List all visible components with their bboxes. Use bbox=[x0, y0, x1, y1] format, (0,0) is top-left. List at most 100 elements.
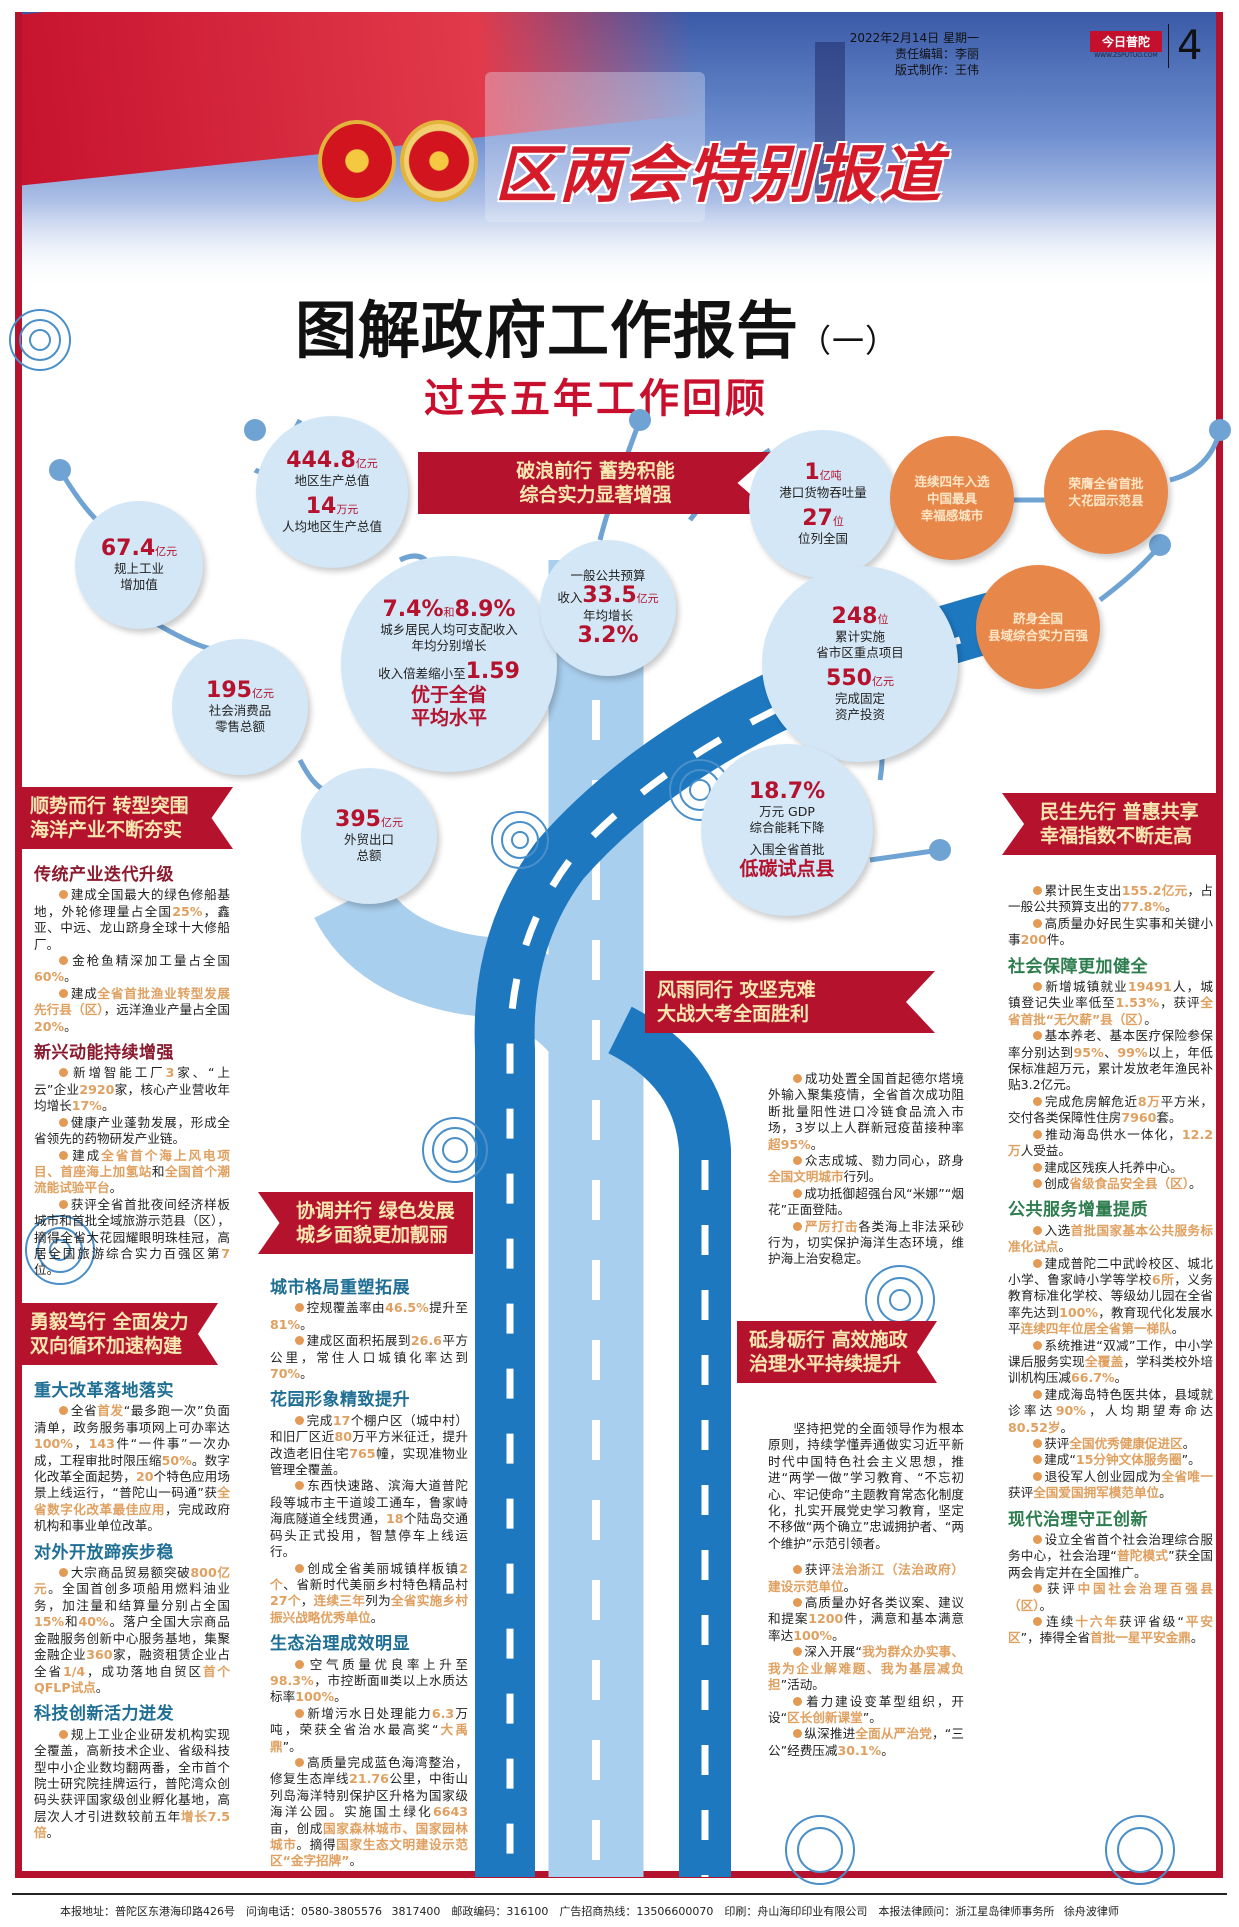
subsection-heading: 重大改革落地落实 bbox=[34, 1381, 174, 1401]
bullet-dot-icon bbox=[59, 890, 69, 900]
stat-export: 395亿元 外贸出口总额 bbox=[301, 768, 437, 904]
body-text: 获评 bbox=[1008, 1485, 1034, 1501]
body-text: 万吨，荣获全省治水最高奖“ bbox=[270, 1705, 469, 1738]
body-text: 连续 bbox=[1044, 1614, 1076, 1630]
highlight-text: 15分钟文体服务圈 bbox=[1075, 1452, 1182, 1468]
body-text: 家，融资租赁企业占全省 bbox=[34, 1647, 231, 1679]
page-number: 4 bbox=[1168, 24, 1202, 68]
body-text: 件。 bbox=[1046, 932, 1073, 948]
body-text: 件“一件事”一次办成，工程审批时限压缩 bbox=[34, 1436, 230, 1468]
bullet-item: 建成“15分钟文体服务圈”。 bbox=[1008, 1452, 1213, 1468]
editor: 责任编辑：李丽 bbox=[894, 47, 979, 61]
bullet-dot-icon bbox=[295, 1757, 305, 1767]
bullet-item: 纵深推进全面从严治党，“三公”经费压减30.1%。 bbox=[768, 1726, 964, 1759]
body-text: 。数字化改革全面起势， bbox=[34, 1452, 231, 1485]
bullet-item: 成功处置全国首起德尔塔境外输入聚集疫情，全省首次成功阻断批量阳性进口冷链食品流入… bbox=[768, 1071, 964, 1153]
highlight-text: 100% bbox=[793, 1627, 833, 1643]
body-text: 套。 bbox=[1156, 1110, 1182, 1126]
bullet-item: 大宗商品贸易额突破800亿元。全国首创多项船用燃料油业务，加注量和结算量分别占全… bbox=[34, 1565, 230, 1696]
body-text: 推动海岛供水一体化， bbox=[1044, 1126, 1182, 1142]
highlight-text: 严厉打击 bbox=[804, 1218, 859, 1234]
body-text: 高质量办好民生实事和关键小事 bbox=[1008, 915, 1213, 948]
highlight-text: 法治浙江（法治政府）建设示范单位 bbox=[768, 1562, 965, 1594]
body-text: 。 bbox=[109, 1180, 123, 1196]
bullet-dot-icon bbox=[295, 1659, 305, 1669]
tower-silhouette bbox=[815, 42, 845, 202]
honor-happiest-city: 连续四年入选中国最具幸福感城市 bbox=[890, 436, 1014, 560]
body-text: 设立全省首个社会治理综合服务中心，社会治理“ bbox=[1008, 1532, 1213, 1564]
bullet-dot-icon bbox=[1033, 886, 1043, 895]
body-text: 建成 bbox=[70, 985, 98, 1001]
bullet-dot-icon bbox=[295, 1481, 305, 1491]
body-text: ”。 bbox=[862, 1709, 882, 1725]
bullet-dot-icon bbox=[59, 1729, 69, 1739]
body-text: ，人均期望寿命达 bbox=[1085, 1403, 1214, 1419]
body-text: 。 bbox=[46, 1825, 60, 1841]
body-text: ”获全国两会肯定并在全国推广。 bbox=[1008, 1548, 1213, 1580]
section-banner-overall-strength: 破浪前行 蓄势积能综合实力显著增强 bbox=[418, 452, 773, 514]
highlight-text: 大禹鼎 bbox=[270, 1722, 469, 1754]
body-text: 万平方米征迁，提升改造老旧住宅 bbox=[270, 1429, 468, 1461]
stat-port-throughput: 1亿吨 港口货物吞吐量 27位 位列全国 bbox=[749, 430, 897, 578]
body-text: ，市控断面Ⅲ类以上水质达标率 bbox=[270, 1672, 468, 1705]
body-text: 规上工业企业研发机构实现全覆盖，高新技术企业、省级科技型中小企业数均翻两番，全市… bbox=[34, 1726, 230, 1824]
highlight-text: 首个QFLP试点 bbox=[34, 1663, 231, 1695]
highlight-text: 95% bbox=[1073, 1044, 1104, 1060]
body-text: 位。 bbox=[34, 1262, 60, 1278]
body-text: ，“三公”经费压减 bbox=[768, 1726, 965, 1758]
body-text: 。 bbox=[843, 1578, 857, 1594]
bullet-dot-icon bbox=[1033, 1389, 1043, 1399]
stat-gdp: 444.8亿元 地区生产总值 14万元 人均地区生产总值 bbox=[256, 416, 408, 568]
body-text: 。 bbox=[832, 1627, 845, 1643]
bullet-item: 建成区残疾人托养中心。 bbox=[1008, 1160, 1213, 1176]
body-text: ”，捧得全省 bbox=[1020, 1630, 1091, 1646]
highlight-text: 我为群众办实事、我为企业解难题、我为基层减负担 bbox=[768, 1644, 964, 1693]
body-text: 建成区面积拓展到 bbox=[306, 1333, 411, 1349]
stat-income-growth: 7.4%和8.9% 城乡居民人均可支配收入年均分别增长 收入倍差缩小至1.59 … bbox=[341, 556, 557, 772]
body-text: 件，满意和基本满意率达 bbox=[768, 1611, 965, 1643]
highlight-text: 60% bbox=[34, 969, 65, 985]
body-text: 建成“ bbox=[1044, 1452, 1076, 1468]
subsection-heading: 传统产业迭代升级 bbox=[34, 865, 174, 885]
highlight-text: 25% bbox=[172, 903, 203, 919]
highlight-text: 2920 bbox=[79, 1081, 115, 1097]
highlight-text: 98.3% bbox=[270, 1672, 314, 1688]
body-text: ，远洋渔业产量占全国 bbox=[103, 1002, 231, 1018]
body-text: 。 bbox=[1114, 1370, 1128, 1386]
highlight-text: 360 bbox=[86, 1647, 113, 1663]
body-text: 成功处置全国首起德尔塔境外输入聚集疫情，全省首次成功阻断批量阳性进口冷链食品流入… bbox=[768, 1071, 964, 1136]
body-text: 创成全省美丽城镇样板镇 bbox=[306, 1560, 460, 1576]
bullet-dot-icon bbox=[295, 1303, 305, 1313]
bullet-item: 严厉打击各类海上非法采砂行为，切实保护海洋生态环境，维护海上治安稳定。 bbox=[768, 1219, 964, 1268]
highlight-text: 17% bbox=[71, 1098, 102, 1114]
highlight-text: 普陀模式 bbox=[1116, 1548, 1169, 1564]
banner-line: 风雨同行 攻坚克难 bbox=[657, 979, 816, 1001]
body-text: 。全国首创多项船用燃料油业务，加注量和结算量分别占全国 bbox=[34, 1581, 231, 1613]
highlight-text: 7 bbox=[221, 1245, 230, 1261]
bullet-dot-icon bbox=[59, 1150, 69, 1160]
layout-designer: 版式制作：王伟 bbox=[894, 63, 979, 77]
bullet-dot-icon bbox=[1033, 1535, 1043, 1545]
highlight-text: 27个 bbox=[270, 1593, 301, 1609]
body-text: 大宗商品贸易额突破 bbox=[70, 1565, 191, 1581]
body-text: ，获评 bbox=[1159, 995, 1201, 1011]
highlight-text: 1/4 bbox=[62, 1663, 86, 1679]
body-text: 。 bbox=[810, 1136, 824, 1152]
bullet-item: 建成全省首个海上风电项目、首座海上加氢站和全国首个潮流能试验平台。 bbox=[34, 1148, 230, 1197]
highlight-text: 17 bbox=[332, 1412, 351, 1428]
bullet-item: 连续十六年获评省级“平安区”，捧得全省首批一星平安金鼎。 bbox=[1008, 1614, 1213, 1647]
body-text: 高质量办好各类议案、建议和提案 bbox=[768, 1595, 964, 1627]
bullet-dot-icon bbox=[1033, 1258, 1043, 1268]
body-text: ”。 bbox=[1181, 1452, 1201, 1468]
body-text: 完成危房解危近 bbox=[1044, 1093, 1138, 1109]
highlight-text: 19491 bbox=[1127, 979, 1172, 995]
highlight-text: 100% bbox=[1059, 1304, 1099, 1320]
body-text: ，义务教育标准化学校、等级幼儿园在全省率先达到 bbox=[1008, 1271, 1214, 1320]
body-text: 基本养老、基本医疗保险参保率分别达到 bbox=[1008, 1028, 1213, 1060]
highlight-text: 超95% bbox=[768, 1136, 811, 1152]
body-text: ，学科类校外培训机构压减 bbox=[1008, 1353, 1214, 1386]
body-text: 金枪鱼精深加工量占全国 bbox=[70, 953, 230, 969]
highlight-text: 3 bbox=[165, 1065, 175, 1081]
body-text: 。 bbox=[64, 1018, 77, 1034]
subsection-heading: 新兴动能持续增强 bbox=[34, 1043, 174, 1064]
